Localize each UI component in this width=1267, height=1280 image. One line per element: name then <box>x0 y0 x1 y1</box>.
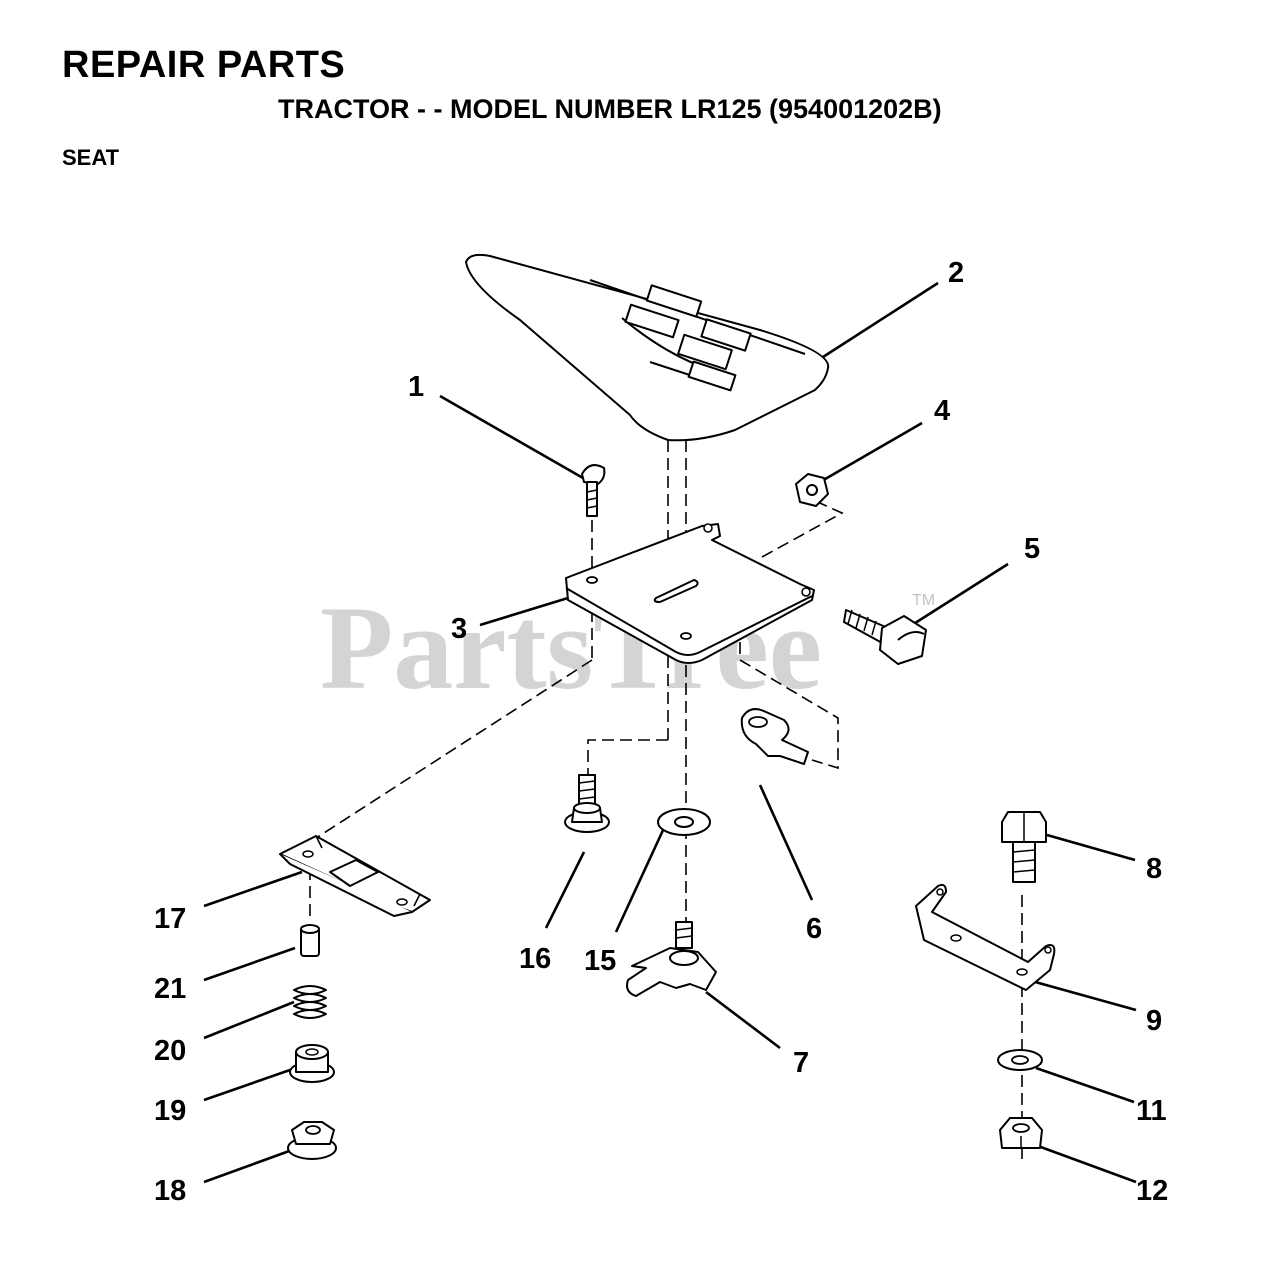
watermark-tm: TM <box>912 592 935 609</box>
flat-washer-part <box>657 808 711 836</box>
flange-bolt-part <box>564 774 610 833</box>
model-subtitle: TRACTOR - - MODEL NUMBER LR125 (95400120… <box>278 94 942 124</box>
flange-nut-part <box>287 1121 337 1160</box>
callout-12: 12 <box>1136 1175 1168 1207</box>
spring-part <box>293 985 327 1019</box>
section-label: SEAT <box>62 145 120 170</box>
callout-17: 17 <box>154 903 186 935</box>
lock-washer-part <box>997 1049 1043 1071</box>
callout-20: 20 <box>154 1035 186 1067</box>
seat-pan-part <box>565 523 815 664</box>
callout-5: 5 <box>1024 533 1040 565</box>
lock-nut-part <box>999 1117 1043 1149</box>
callout-11: 11 <box>1136 1095 1167 1127</box>
slide-rail-part <box>279 835 431 917</box>
callout-21: 21 <box>154 973 186 1005</box>
callout-8: 8 <box>1146 853 1162 885</box>
callout-numbers: 1 2 3 4 5 6 7 8 9 11 12 15 16 17 18 19 2… <box>154 257 1168 1207</box>
callout-16: 16 <box>519 943 551 975</box>
callout-3: 3 <box>451 613 467 645</box>
callout-19: 19 <box>154 1095 186 1127</box>
callout-4: 4 <box>934 395 950 427</box>
callout-1: 1 <box>408 371 424 403</box>
callout-18: 18 <box>154 1175 186 1207</box>
carriage-bolt-part <box>581 464 606 517</box>
seat-latch-part <box>740 708 809 765</box>
mounting-bracket-part <box>915 883 1056 991</box>
callout-9: 9 <box>1146 1005 1162 1037</box>
bushing-part <box>289 1044 335 1083</box>
callout-7: 7 <box>793 1047 809 1079</box>
shoulder-bolt-part <box>843 609 927 665</box>
pin-part <box>300 924 320 957</box>
page-title: REPAIR PARTS <box>62 44 346 86</box>
adjustment-knob-part <box>626 921 717 997</box>
leader-lines <box>203 281 1137 1184</box>
hex-bolt-part <box>1001 811 1047 883</box>
callout-15: 15 <box>584 945 616 977</box>
seat-part <box>465 253 830 442</box>
callout-6: 6 <box>806 913 822 945</box>
callout-2: 2 <box>948 257 964 289</box>
hex-nut-part <box>795 473 829 507</box>
